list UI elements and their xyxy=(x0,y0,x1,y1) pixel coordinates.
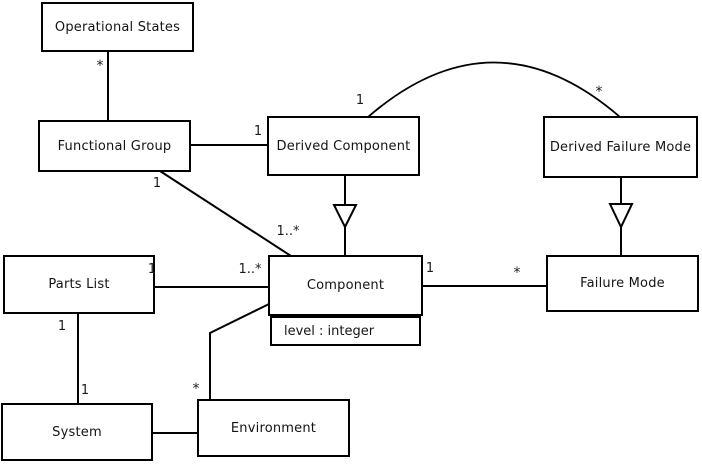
class-component-attribute: level : integer xyxy=(284,323,375,339)
multiplicity-funcgroup-component-many: 1..* xyxy=(276,223,300,239)
class-environment-label: Environment xyxy=(230,420,317,436)
class-environment: Environment xyxy=(197,399,350,457)
edge-funcgroup-component xyxy=(159,170,292,257)
multiplicity-partslist-component-many: 1..* xyxy=(238,261,262,277)
class-component-attribute-compartment: level : integer xyxy=(270,316,421,346)
class-derived-component-label: Derived Component xyxy=(276,138,411,154)
class-failure-mode-label: Failure Mode xyxy=(580,276,665,291)
multiplicity-funcgroup-component-one: 1 xyxy=(152,175,162,191)
multiplicity-component-failuremode-many: * xyxy=(513,264,521,281)
class-operational-states-label: Operational States xyxy=(54,19,181,35)
class-parts-list-label: Parts List xyxy=(48,277,110,292)
multiplicity-partslist-system-top: 1 xyxy=(57,318,67,334)
multiplicity-component-failuremode-one: 1 xyxy=(425,260,435,276)
multiplicity-partslist-component-one: 1 xyxy=(147,261,157,277)
generalization-triangle-failuremode xyxy=(608,203,634,230)
multiplicity-opstates-funcgroup: * xyxy=(96,57,104,74)
multiplicity-arc-derivedcomponent: 1 xyxy=(355,92,365,108)
multiplicity-arc-derivedfailuremode: * xyxy=(595,83,603,100)
class-component-label: Component xyxy=(306,278,385,293)
class-derived-failure-mode-label: Derived Failure Mode xyxy=(549,139,692,155)
edge-environment-component xyxy=(209,303,270,400)
generalization-triangle-component xyxy=(332,204,358,230)
class-parts-list: Parts List xyxy=(3,255,155,314)
class-system-label: System xyxy=(52,424,102,440)
class-functional-group-label: Functional Group xyxy=(57,138,172,154)
multiplicity-funcgroup-derivedcomponent: 1 xyxy=(253,123,263,139)
multiplicity-environment-component: * xyxy=(192,380,200,397)
class-failure-mode: Failure Mode xyxy=(546,255,699,312)
class-derived-failure-mode: Derived Failure Mode xyxy=(543,116,698,178)
class-derived-component: Derived Component xyxy=(267,116,420,176)
class-system: System xyxy=(1,403,153,461)
multiplicity-partslist-system-bottom: 1 xyxy=(80,382,90,398)
edge-derivedcomponent-derivedfailuremode-arc xyxy=(367,61,621,118)
class-operational-states: Operational States xyxy=(41,2,194,52)
class-component: Component xyxy=(268,255,423,316)
class-functional-group: Functional Group xyxy=(38,120,191,172)
